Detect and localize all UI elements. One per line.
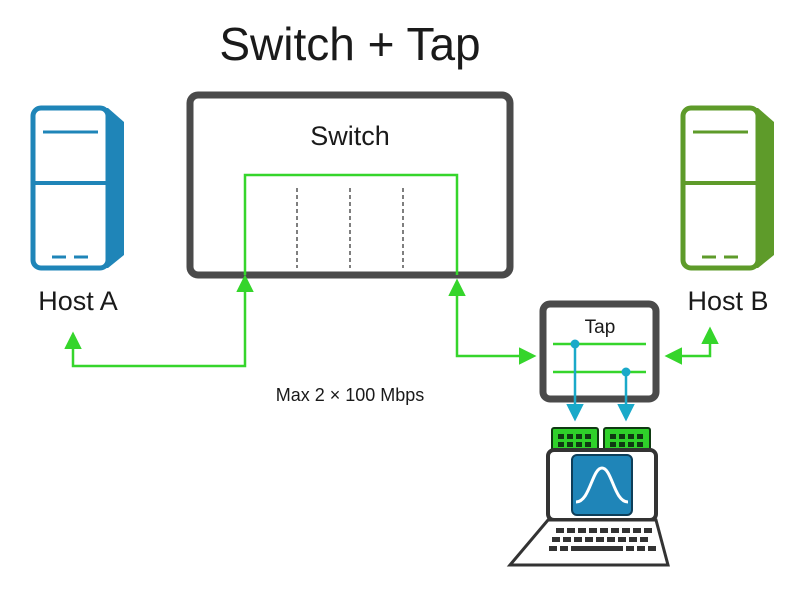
host-a-link-line xyxy=(64,274,254,368)
tap-link-line xyxy=(448,278,537,365)
host-a-server-icon xyxy=(30,105,124,271)
host-a-label: Host A xyxy=(38,286,118,316)
host-b-link-line xyxy=(664,326,719,365)
network-card-icon xyxy=(551,427,599,453)
host-b-server-icon xyxy=(680,105,774,271)
link-speed-label: Max 2 × 100 Mbps xyxy=(276,385,425,405)
waveform-icon xyxy=(571,454,633,516)
switch-icon xyxy=(186,91,514,279)
tap-label: Tap xyxy=(585,317,616,338)
host-b-label: Host B xyxy=(687,286,768,316)
switch-label: Switch xyxy=(310,121,390,151)
diagram-title: Switch + Tap xyxy=(219,18,480,70)
switch-internal-path xyxy=(243,173,459,275)
tap-icon xyxy=(539,300,660,422)
